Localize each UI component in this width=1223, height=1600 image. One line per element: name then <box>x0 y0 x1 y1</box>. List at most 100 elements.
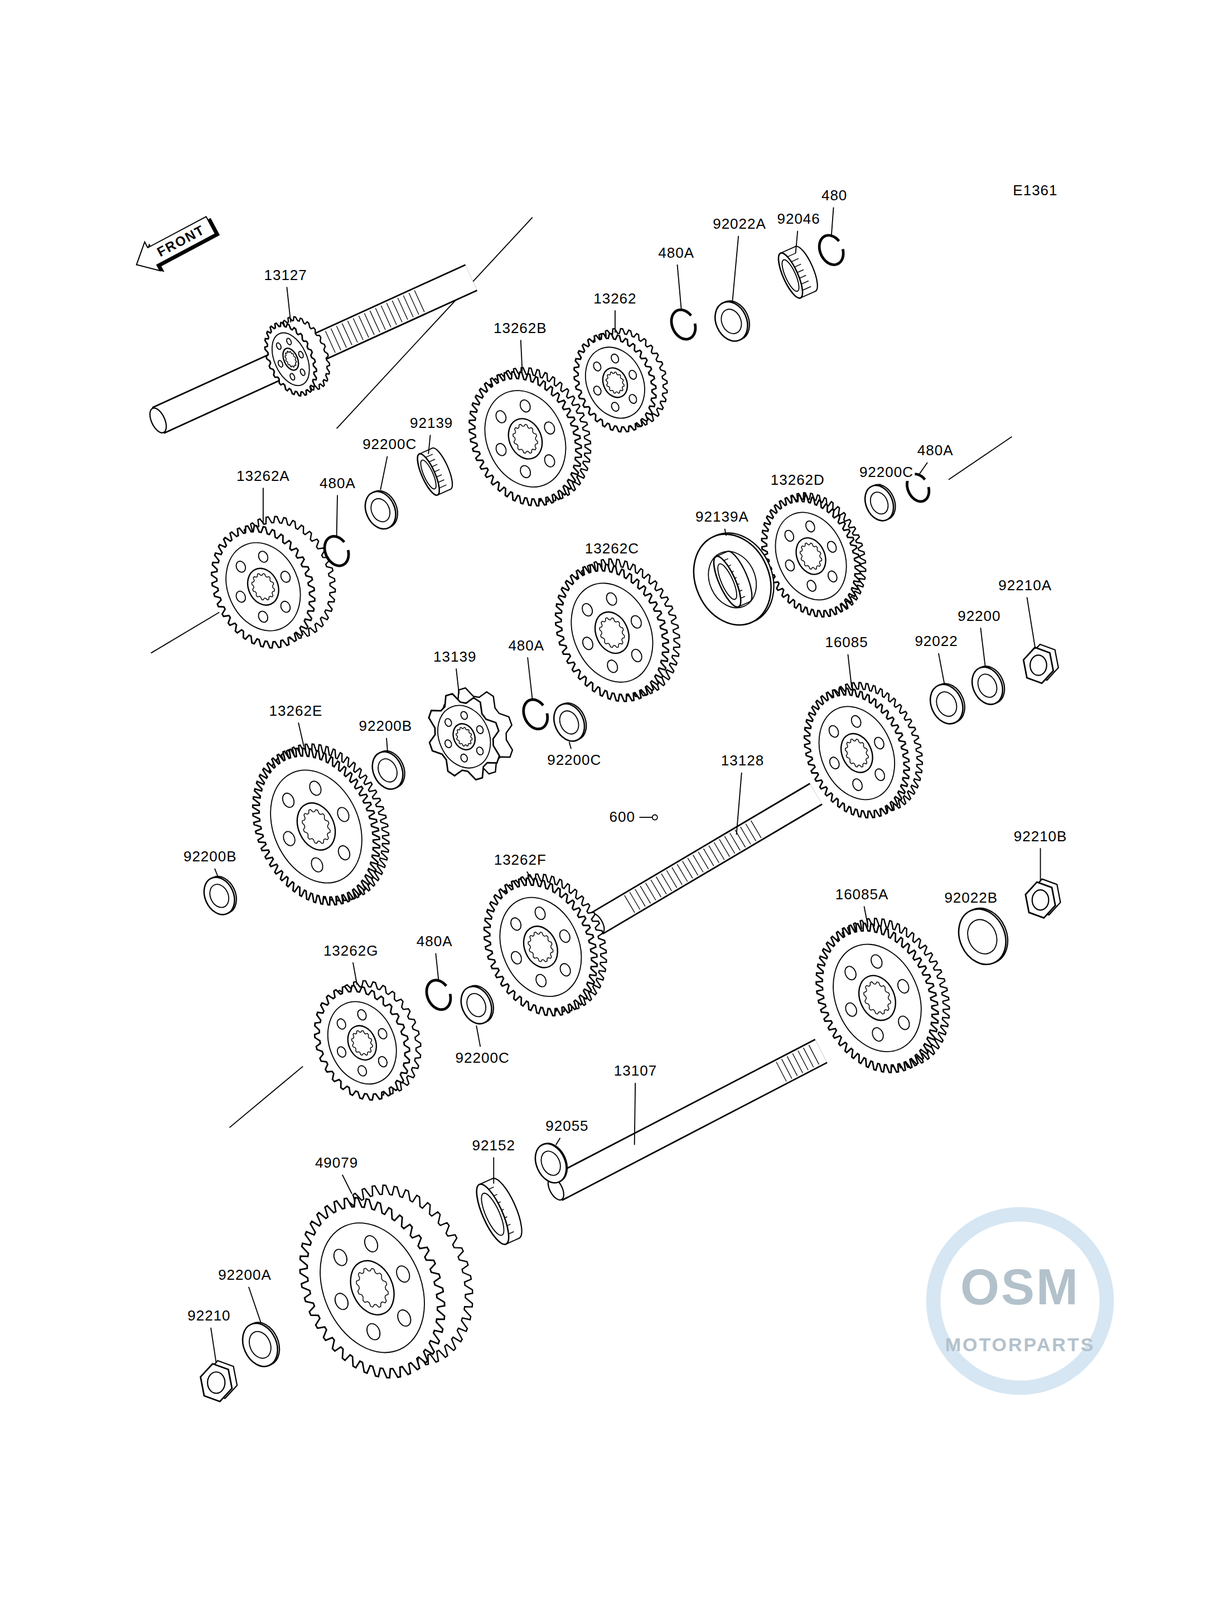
washer-drawing <box>708 295 756 347</box>
gear-spline <box>795 539 826 573</box>
leader-line <box>286 286 291 323</box>
gear-spline <box>282 349 299 369</box>
part-number: 92046 <box>775 210 821 228</box>
gear-hole <box>443 738 453 749</box>
part-number: 13262G <box>322 942 380 960</box>
gear-face <box>272 1173 472 1401</box>
gear-hole <box>275 341 283 350</box>
washer-hole <box>367 495 394 525</box>
arrow-body <box>128 210 219 279</box>
gear-hole <box>849 713 863 729</box>
washer-drawing <box>455 980 500 1029</box>
gear-hole <box>509 915 524 932</box>
gear-hole <box>299 368 307 376</box>
bearing-face <box>774 249 808 301</box>
gear-spline <box>508 419 543 458</box>
circlip-ring <box>666 306 700 343</box>
gear-hole <box>308 855 325 874</box>
gear-hub <box>289 796 343 857</box>
part-number: 92200 <box>956 607 1002 625</box>
washer-drawing <box>529 1138 573 1188</box>
gear-hole <box>335 1017 348 1031</box>
washer-face <box>679 521 786 637</box>
leader-line <box>736 772 742 835</box>
washer-hole <box>717 306 746 337</box>
washer-face <box>859 480 899 525</box>
gear-hole <box>494 441 509 457</box>
gear-hole <box>279 599 293 614</box>
shaft-spline <box>414 289 425 312</box>
leader-line <box>980 627 986 667</box>
part-number: 13107 <box>612 1062 659 1080</box>
circlip-drawing <box>519 695 552 733</box>
gear-spline <box>247 569 279 604</box>
gear-hub <box>342 1253 403 1322</box>
part-number: 92200A <box>216 1266 273 1284</box>
leader-line <box>342 1174 352 1194</box>
leader-line <box>386 737 388 752</box>
gear-drawing <box>254 308 340 404</box>
gear-hub <box>852 969 903 1026</box>
gear-spline <box>595 613 630 652</box>
leader-line <box>879 483 881 486</box>
gear-spline <box>523 927 558 966</box>
part-number: 13262B <box>492 320 549 337</box>
gear-hub <box>342 1020 382 1065</box>
washer-hole <box>867 489 892 517</box>
circlip-ring <box>320 532 353 570</box>
gear-hole <box>592 360 603 372</box>
shaft-drawing <box>586 793 816 936</box>
gear-web <box>762 500 860 611</box>
part-number: 13128 <box>719 752 766 770</box>
gear-hole <box>307 779 323 797</box>
leader-line <box>611 559 613 563</box>
bearing-edge <box>419 447 433 454</box>
nut-drawing <box>200 1360 238 1401</box>
axis-line <box>151 611 220 653</box>
leader-line <box>380 456 388 490</box>
gear-hole <box>335 805 351 824</box>
gear-hole <box>784 558 797 573</box>
leader-line <box>262 487 264 525</box>
gear-hole <box>376 1026 389 1040</box>
gear-hole <box>361 1233 380 1254</box>
part-number: 13262D <box>769 472 826 490</box>
shaft-drawing <box>544 1044 821 1202</box>
leader-line <box>476 1025 481 1047</box>
part-number: 16085 <box>823 634 869 651</box>
gear-hole <box>355 1007 368 1021</box>
leader-line <box>1040 847 1042 882</box>
part-number: 480A <box>318 475 357 492</box>
washer-drawing <box>366 745 411 794</box>
washer-hole <box>245 1327 275 1362</box>
watermark: OSM <box>959 1258 1081 1317</box>
gear-hole <box>896 1013 912 1031</box>
washer-drawing <box>950 900 1017 972</box>
leader-line <box>831 207 834 238</box>
gear-hole <box>828 755 841 771</box>
washer-hole <box>374 755 401 785</box>
gear-web <box>484 883 597 1009</box>
gear-hole <box>629 647 644 664</box>
part-number: 13127 <box>262 267 308 284</box>
washer-face <box>548 698 591 746</box>
part-number: 13262A <box>235 467 292 485</box>
gear-hole <box>592 384 603 396</box>
gear-hole <box>279 569 293 584</box>
gear-hole <box>542 419 557 435</box>
gear-hole <box>335 1045 348 1058</box>
gear-hole <box>443 717 453 728</box>
part-number: 92200C <box>858 463 915 481</box>
gear-hole <box>873 767 887 782</box>
gear-hole <box>475 724 485 735</box>
gear-hole <box>782 528 796 543</box>
gear-drawing <box>192 499 355 665</box>
washer-face <box>455 980 498 1028</box>
gear-hole <box>629 614 644 630</box>
washer-drawing <box>198 871 243 920</box>
gear-web <box>212 530 314 643</box>
leader-line <box>938 653 945 685</box>
gear-web <box>817 929 938 1066</box>
gear-hole <box>277 359 284 368</box>
gear-web <box>574 337 656 428</box>
